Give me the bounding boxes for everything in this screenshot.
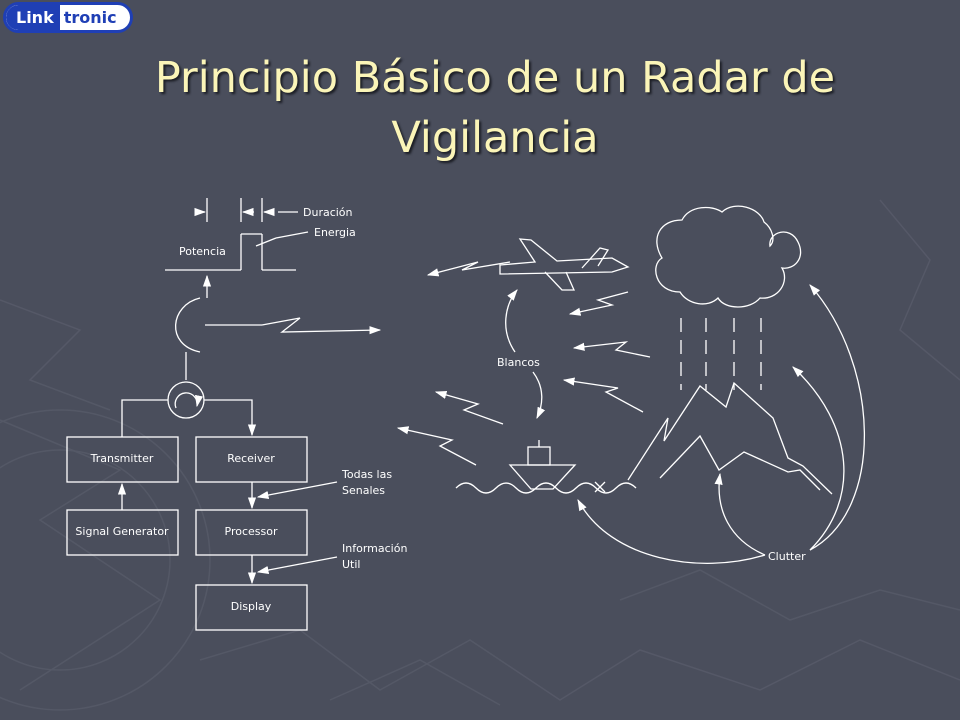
cloud <box>655 205 802 308</box>
sea-waves <box>455 482 637 494</box>
logo-link-text: Link <box>6 5 60 30</box>
energia-label: Energia <box>314 226 356 239</box>
transmitter-box <box>66 436 179 483</box>
transmitter-label: Transmitter <box>90 452 154 465</box>
blancos-label: Blancos <box>497 356 540 369</box>
logo-tronic-text: tronic <box>63 8 117 27</box>
slide-title-line2: Vigilancia <box>391 113 599 163</box>
todas-label-line1: Todas las <box>341 468 392 481</box>
rain <box>680 318 762 390</box>
circulator <box>121 381 257 437</box>
pulse-bolts <box>396 261 651 466</box>
clutter-arcs <box>577 284 865 564</box>
processor-label: Processor <box>225 525 278 538</box>
clutter-label: Clutter <box>768 550 806 563</box>
antenna-dish <box>175 297 382 380</box>
todas-label-line2: Senales <box>342 484 385 497</box>
receiver-label: Receiver <box>227 452 275 465</box>
mountains <box>627 381 833 495</box>
blancos-arrow-down <box>532 371 546 420</box>
pulse-waveform <box>165 198 309 298</box>
todas-pointer <box>256 481 338 500</box>
linktronic-logo: Link tronic <box>3 2 133 33</box>
ship <box>508 440 577 490</box>
info-label-line2: Util <box>342 558 360 571</box>
display-label: Display <box>231 600 272 613</box>
slide-title: Principio Básico de un Radar de Vigilanc… <box>95 48 895 168</box>
blancos-arrow-up <box>505 289 518 353</box>
jet-aircraft <box>499 238 630 291</box>
signal-generator-label: Signal Generator <box>75 525 169 538</box>
display-box <box>195 584 308 631</box>
duracion-label: Duración <box>303 206 353 219</box>
info-pointer <box>256 556 338 575</box>
slide-title-line1: Principio Básico de un Radar de <box>154 53 836 103</box>
potencia-label: Potencia <box>179 245 226 258</box>
sea-clutter-mark <box>594 481 606 493</box>
info-label-line1: Información <box>342 542 407 555</box>
